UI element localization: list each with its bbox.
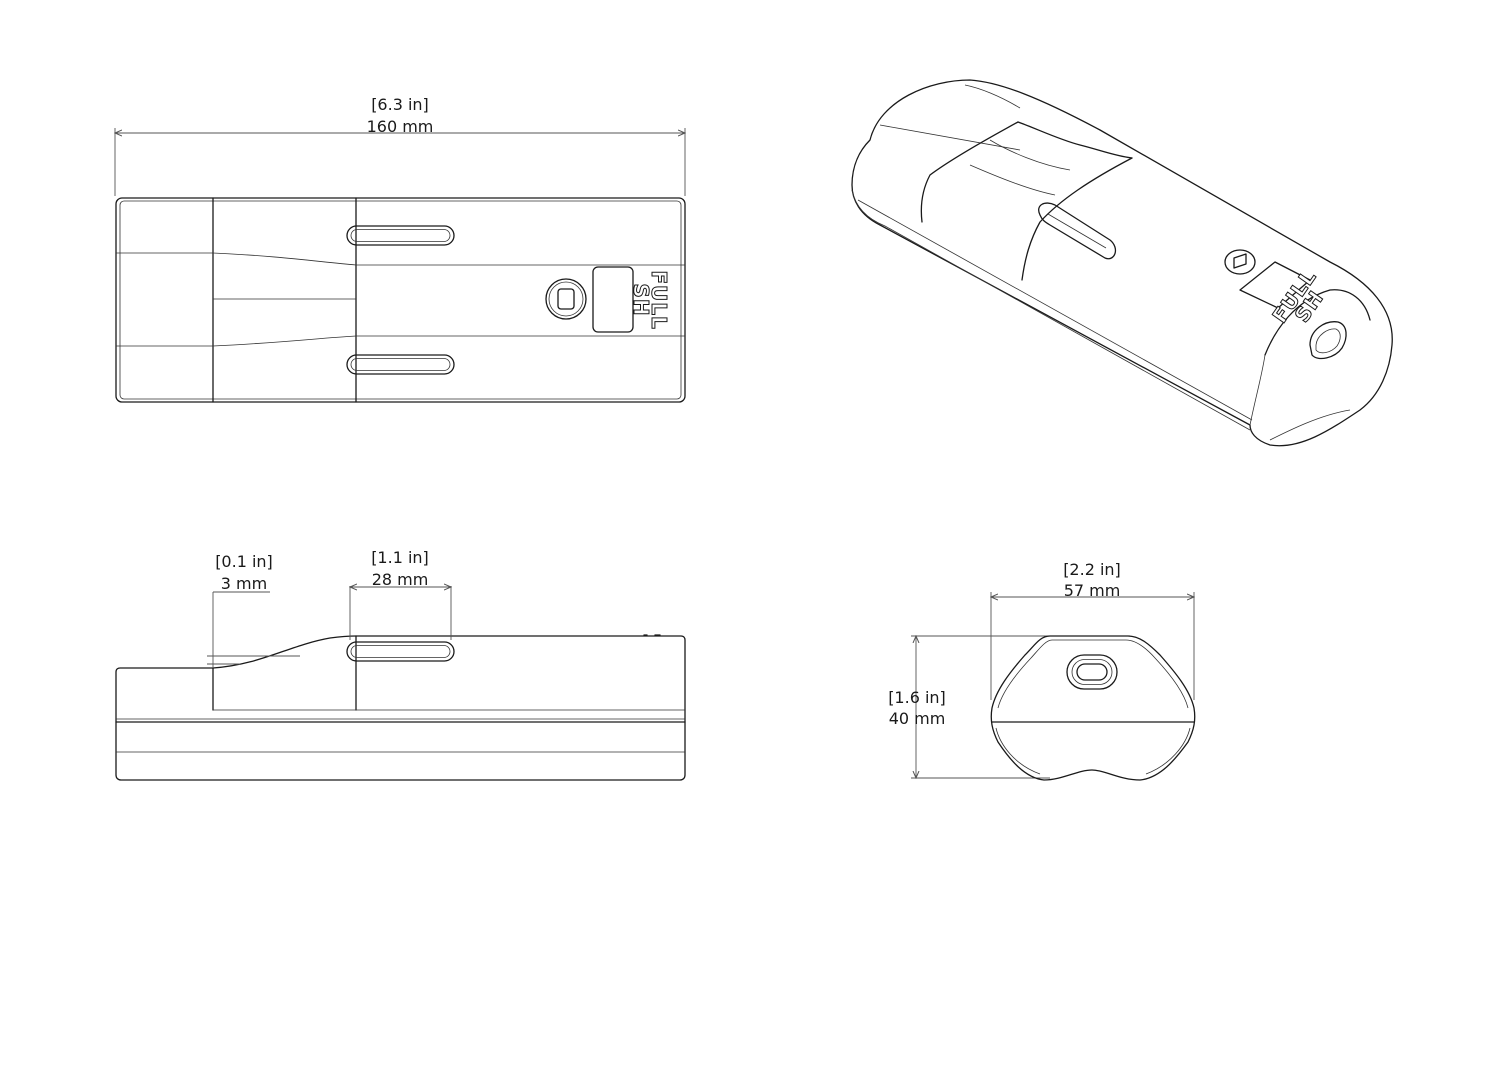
width-mm-label: 57 mm [1064, 581, 1121, 600]
top-view-body [115, 197, 686, 403]
height-dimension: [1.6 in] 40 mm [888, 636, 1130, 778]
isometric-view: FULL SH [851, 79, 1393, 447]
length-dimension: [6.3 in] 160 mm [115, 95, 685, 196]
top-view: [6.3 in] 160 mm FULL SH [115, 95, 686, 403]
display-window [592, 266, 634, 333]
end-port [1066, 654, 1118, 690]
iso-slot [1038, 202, 1117, 260]
slot-mm-label: 28 mm [372, 570, 429, 589]
slot-dimension: [1.1 in] 28 mm [350, 548, 451, 640]
iso-logo: FULL SH [1267, 264, 1329, 327]
end-view: [2.2 in] 57 mm [1.6 in] 40 mm [888, 560, 1196, 781]
side-view: [0.1 in] 3 mm [1.1 in] 28 mm [115, 548, 686, 781]
height-inches-label: [1.6 in] [888, 688, 946, 707]
end-view-body [990, 635, 1196, 781]
iso-display [1239, 261, 1311, 309]
length-mm-label: 160 mm [367, 117, 434, 136]
step-inches-label: [0.1 in] [215, 552, 273, 571]
iso-port [1309, 321, 1347, 360]
step-mm-label: 3 mm [221, 574, 267, 593]
upper-slot [346, 225, 455, 246]
step-dimension: [0.1 in] 3 mm [207, 552, 300, 668]
iso-button [1224, 249, 1256, 275]
lower-slot [346, 354, 455, 375]
side-slot [346, 641, 455, 662]
width-inches-label: [2.2 in] [1063, 560, 1121, 579]
svg-text:SH: SH [629, 283, 653, 316]
brand-logo: FULL SH [629, 270, 672, 330]
side-view-body [115, 635, 686, 781]
power-button [545, 278, 587, 320]
svg-text:FULL: FULL [647, 270, 671, 329]
slot-inches-label: [1.1 in] [371, 548, 429, 567]
iso-body [851, 79, 1393, 447]
length-inches-label: [6.3 in] [371, 95, 429, 114]
height-mm-label: 40 mm [889, 709, 946, 728]
width-dimension: [2.2 in] 57 mm [991, 560, 1194, 700]
